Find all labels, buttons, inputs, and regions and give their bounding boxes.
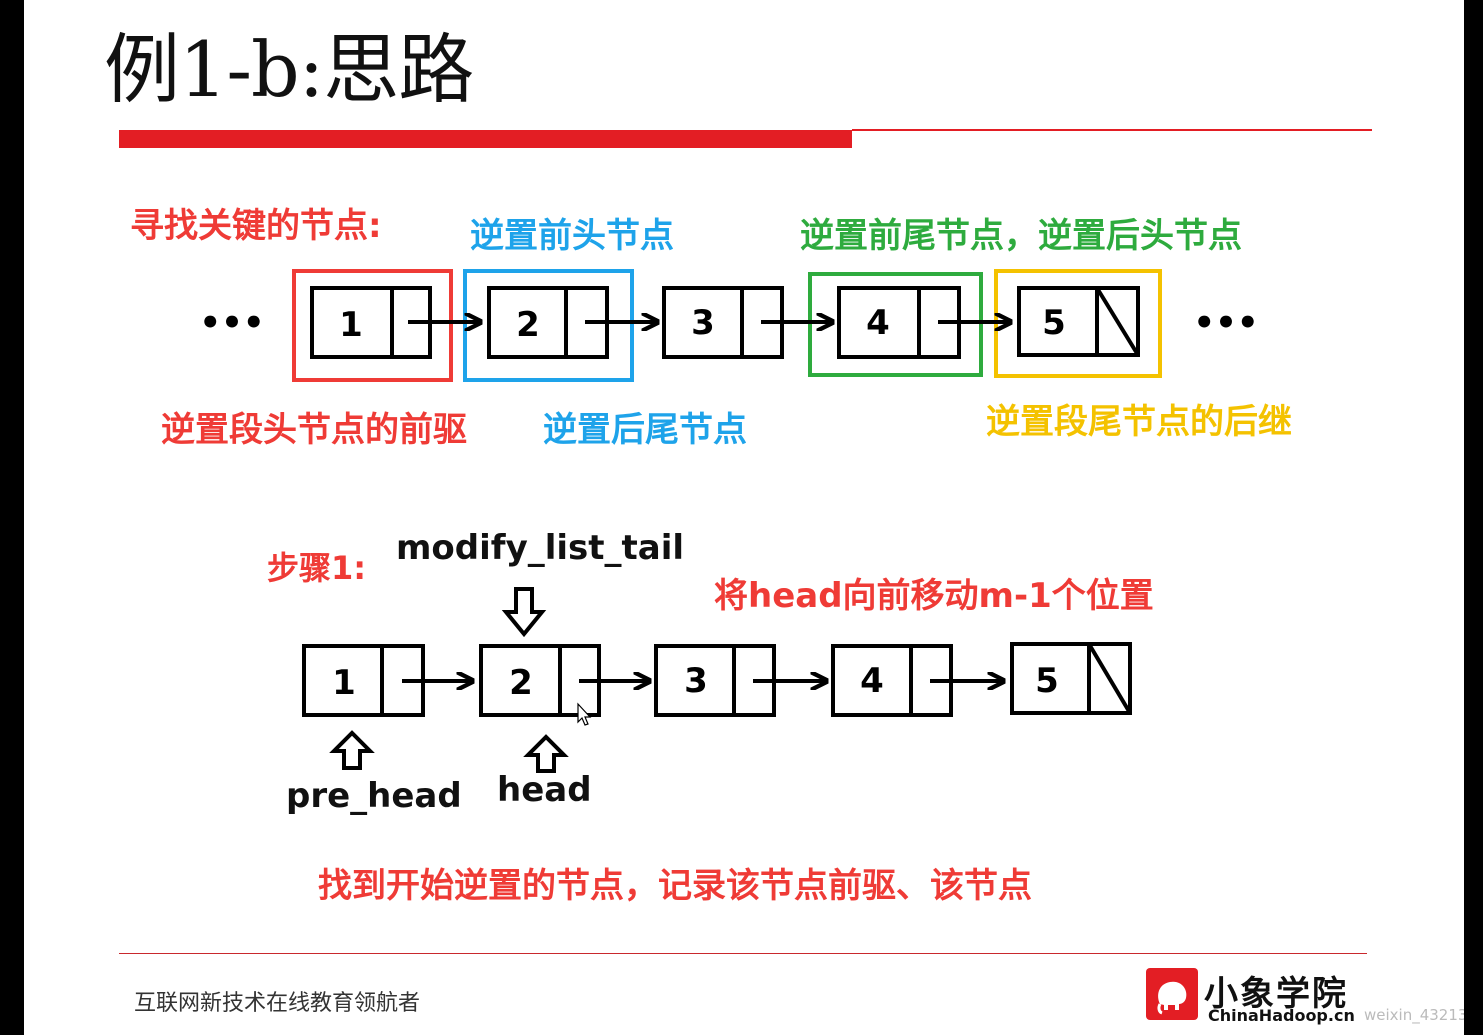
svg-text:2: 2 bbox=[516, 305, 540, 345]
label-post-tail: 逆置后尾节点 bbox=[543, 410, 747, 450]
footer-slogan: 互联网新技术在线教育领航者 bbox=[134, 991, 421, 1016]
label-segment-head-predecessor: 逆置段头节点的前驱 bbox=[161, 410, 467, 450]
head-up-arrow-icon bbox=[523, 734, 569, 773]
step-node-5: 5 bbox=[1010, 642, 1132, 715]
modify-list-tail-label: modify_list_tail bbox=[396, 528, 685, 568]
svg-text:1: 1 bbox=[339, 305, 363, 345]
svg-text:4: 4 bbox=[860, 661, 884, 701]
slide: 例1-b:思路 寻找关键的节点: 逆置前头节点 逆置前尾节点，逆置后头节点 逆置… bbox=[24, 0, 1464, 1035]
top-node-2: 2 bbox=[487, 286, 609, 359]
summary-note: 找到开始逆置的节点，记录该节点前驱、该节点 bbox=[318, 866, 1032, 906]
right-edge-bar bbox=[1464, 0, 1483, 1035]
slide-title: 例1-b:思路 bbox=[104, 25, 474, 114]
highlight-box-green bbox=[808, 272, 983, 377]
watermark: weixin_43213016 bbox=[1364, 1006, 1464, 1024]
head-label: head bbox=[497, 770, 592, 810]
linked-list-diagram: ••• ••• 1 2 3 4 bbox=[199, 269, 1259, 773]
title-accent-line bbox=[852, 129, 1372, 131]
pre-head-up-arrow-icon bbox=[329, 730, 375, 770]
elephant-logo-icon bbox=[1146, 968, 1198, 1020]
svg-text:5: 5 bbox=[1042, 303, 1066, 343]
null-pointer-slash bbox=[1087, 642, 1132, 715]
svg-text:2: 2 bbox=[509, 663, 533, 703]
highlight-box-red bbox=[292, 269, 453, 382]
mouse-cursor-icon bbox=[577, 702, 592, 726]
pre-head-label: pre_head bbox=[286, 776, 462, 816]
svg-text:4: 4 bbox=[866, 303, 890, 343]
svg-text:3: 3 bbox=[684, 661, 708, 701]
logo-url: ChinaHadoop.cn bbox=[1208, 1006, 1355, 1025]
footer-divider bbox=[119, 953, 1367, 954]
title-accent-bar bbox=[119, 130, 852, 148]
label-segment-tail-successor: 逆置段尾节点的后继 bbox=[986, 402, 1292, 442]
null-pointer-slash bbox=[1095, 286, 1140, 357]
label-pre-head-front: 逆置前头节点 bbox=[470, 216, 674, 256]
ellipsis-left: ••• bbox=[199, 303, 264, 343]
move-head-note: 将head向前移动m-1个位置 bbox=[714, 576, 1154, 616]
svg-text:1: 1 bbox=[332, 663, 356, 703]
modify-list-tail-down-arrow-icon bbox=[501, 587, 547, 638]
key-nodes-heading: 寻找关键的节点: bbox=[130, 206, 382, 246]
top-node-1: 1 bbox=[310, 286, 432, 359]
step-label: 步骤1: bbox=[267, 549, 367, 587]
svg-text:3: 3 bbox=[691, 303, 715, 343]
top-node-5: 5 bbox=[1017, 286, 1140, 357]
ellipsis-right: ••• bbox=[1193, 303, 1258, 343]
logo-name: 小象学院 bbox=[1204, 974, 1348, 1014]
label-pre-tail-post-head: 逆置前尾节点，逆置后头节点 bbox=[800, 216, 1242, 256]
svg-text:5: 5 bbox=[1035, 661, 1059, 701]
